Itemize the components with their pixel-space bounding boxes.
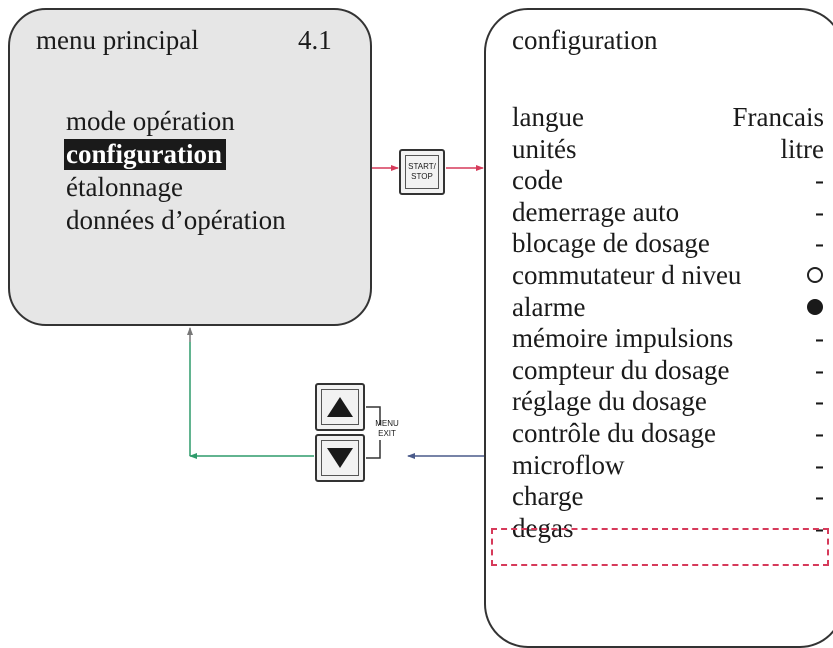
triangle-up-icon [327,397,353,417]
up-key-face [321,389,359,425]
menu-exit-bracket [366,406,381,459]
config-label: contrôle du dosage [512,417,716,448]
config-label: langue [512,102,584,132]
config-row-degas[interactable]: degas - [512,512,824,545]
config-row-code[interactable]: code - [512,165,824,197]
config-row-memoire-impulsions[interactable]: mémoire impulsions - [512,323,824,355]
connector-arrows [187,165,484,459]
config-label: charge [512,481,584,512]
config-label: commutateur d niveu [512,259,742,290]
config-label: blocage de dosage [512,228,710,259]
config-row-unites[interactable]: unités litre [512,133,824,166]
config-value: - [815,228,824,259]
start-stop-label-line1: START/ [408,162,436,171]
up-arrow-key[interactable] [315,383,365,431]
config-value: - [815,481,824,512]
start-stop-key[interactable]: START/ STOP [399,149,445,195]
main-menu-item-mode-operation[interactable]: mode opération [66,106,235,136]
config-label: degas [512,512,574,543]
config-label: microflow [512,449,625,480]
configuration-list: langue Francais unités litre code - deme… [512,102,824,545]
down-arrow-key[interactable] [315,434,365,482]
config-row-charge[interactable]: charge - [512,481,824,513]
main-menu-panel: menu principal 4.1 mode opération config… [8,8,372,326]
config-row-compteur-du-dosage[interactable]: compteur du dosage - [512,354,824,387]
config-label: demerrage auto [512,196,680,227]
config-label: compteur du dosage [512,354,730,385]
main-menu-item-etalonnage[interactable]: étalonnage [66,172,183,202]
config-label: réglage du dosage [512,386,707,417]
config-row-langue[interactable]: langue Francais [512,102,824,134]
config-row-commutateur-niveau[interactable]: commutateur d niveu [512,259,823,292]
config-value: - [815,512,824,543]
config-label: code [512,165,563,196]
config-label: alarme [512,291,586,322]
config-value: - [815,417,824,448]
menu-exit-label: MENU EXIT [369,419,405,439]
indicator-off-icon [807,266,823,283]
main-menu-item-configuration-row[interactable]: configuration [64,138,286,171]
indicator-on-icon [807,298,823,315]
start-stop-key-face [405,155,439,189]
config-value: Francais [732,102,824,132]
microflow-highlight [491,528,829,566]
config-row-controle-du-dosage[interactable]: contrôle du dosage - [512,417,824,450]
config-label: unités [512,133,577,164]
main-menu-page-number: 4.1 [298,25,332,55]
config-value: litre [780,133,824,164]
menu-exit-label-line2: EXIT [378,429,396,438]
start-stop-label-line2: STOP [411,172,433,181]
down-key-face [321,440,359,476]
configuration-title: configuration [512,25,658,55]
config-row-alarme[interactable]: alarme [512,291,823,324]
menu-exit-label-line1: MENU [375,419,399,428]
triangle-down-icon [327,448,353,468]
config-row-reglage-du-dosage[interactable]: réglage du dosage - [512,386,824,418]
config-value: - [815,323,824,354]
config-label: mémoire impulsions [512,323,734,354]
config-value: - [815,354,824,385]
configuration-panel: configuration langue Francais unités lit… [484,8,833,648]
config-row-microflow[interactable]: microflow - [512,449,824,482]
main-menu-item-configuration[interactable]: configuration [64,139,227,170]
config-row-demerrage-auto[interactable]: demerrage auto - [512,196,824,229]
config-value: - [815,196,824,227]
main-menu-list: mode opération configuration étalonnage … [64,105,286,237]
main-menu-title: menu principal [36,25,199,55]
config-value: - [815,165,824,196]
start-stop-key-label: START/ STOP [401,162,443,182]
main-menu-item-donnees-operation[interactable]: données d’opération [66,205,286,235]
config-value: - [815,386,824,417]
config-value: - [815,449,824,480]
config-row-blocage-de-dosage[interactable]: blocage de dosage - [512,228,824,260]
